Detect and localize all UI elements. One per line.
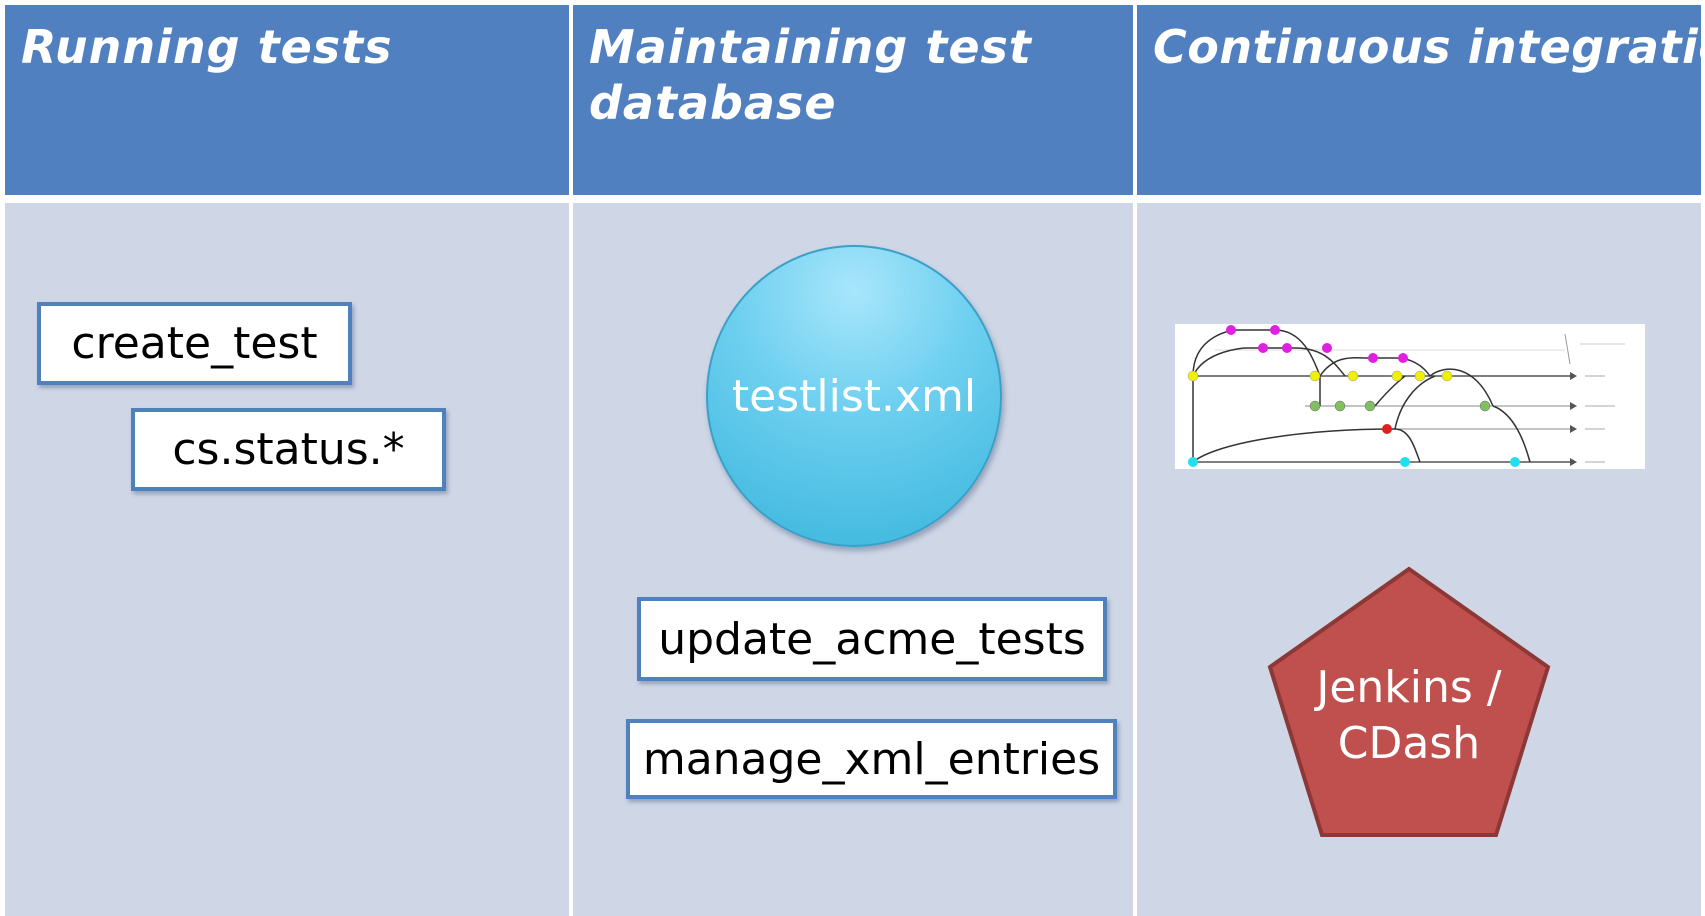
create-test-label: create_test <box>71 318 318 369</box>
manage-xml-entries-box: manage_xml_entries <box>626 719 1117 799</box>
manage-xml-entries-label: manage_xml_entries <box>642 733 1101 785</box>
testlist-label: testlist.xml <box>731 370 977 422</box>
testlist-circle: testlist.xml <box>706 245 1002 547</box>
header-maintaining-db: Maintaining test database <box>573 5 1133 195</box>
pentagon-shape <box>1267 566 1551 837</box>
cs-status-label: cs.status.* <box>172 424 405 475</box>
header-title-running-tests: Running tests <box>21 20 393 74</box>
jenkins-cdash-pentagon: Jenkins / CDash <box>1266 565 1552 839</box>
cdash-label: CDash <box>1337 718 1481 769</box>
jenkins-cdash-label: Jenkins / CDash <box>1266 660 1552 772</box>
header-running-tests: Running tests <box>5 5 569 195</box>
header-title-continuous-integration: Continuous integration <box>1153 20 1705 74</box>
jenkins-label: Jenkins / <box>1316 662 1502 713</box>
update-acme-tests-label: update_acme_tests <box>658 613 1086 665</box>
header-title-maintaining-db: Maintaining test database <box>589 20 1032 130</box>
header-continuous-integration: Continuous integration <box>1137 5 1705 195</box>
cs-status-box: cs.status.* <box>131 408 446 491</box>
create-test-box: create_test <box>37 302 352 385</box>
update-acme-tests-box: update_acme_tests <box>637 597 1107 681</box>
git-branch-graph-icon <box>1175 324 1645 469</box>
